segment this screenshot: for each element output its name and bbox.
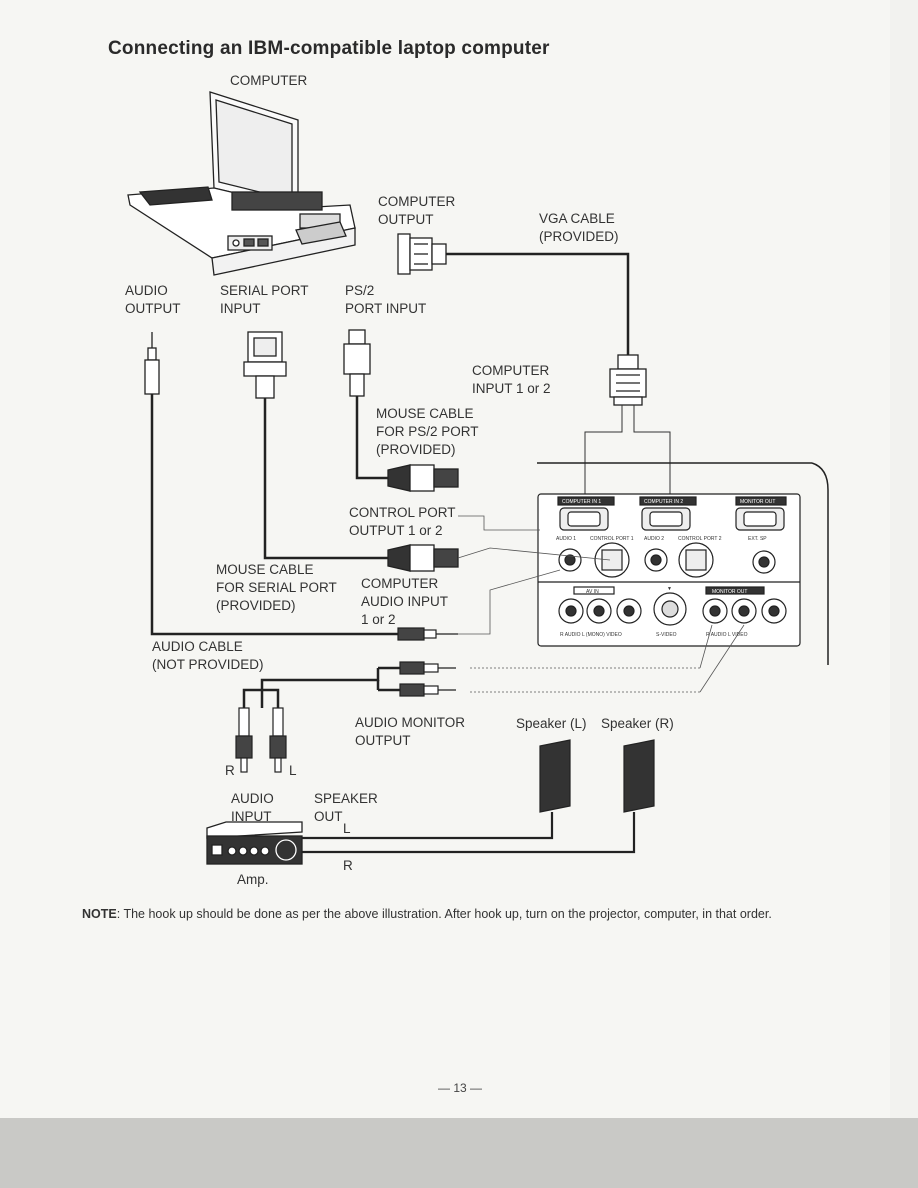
audio-cable bbox=[150, 394, 398, 636]
page-edge bbox=[890, 0, 918, 1118]
vga-cable bbox=[446, 252, 630, 355]
serial-port-connector bbox=[243, 331, 287, 399]
audio-cable-plug bbox=[397, 627, 458, 641]
panel-control-port-1: CONTROL PORT 1 bbox=[590, 536, 634, 542]
panel-computer-in-2: COMPUTER IN 2 bbox=[644, 499, 683, 505]
note-label: NOTE bbox=[82, 907, 117, 921]
panel-control-port-2: CONTROL PORT 2 bbox=[678, 536, 722, 542]
computer-label: COMPUTER bbox=[230, 73, 308, 88]
page-title: Connecting an IBM-compatible laptop comp… bbox=[108, 38, 550, 59]
projector-body bbox=[537, 462, 829, 665]
serial-port-input-label: SERIAL PORT INPUT bbox=[220, 283, 309, 316]
rca-r-label: R bbox=[225, 763, 235, 778]
vga-input-connector bbox=[609, 354, 647, 406]
rca-cables bbox=[235, 661, 456, 773]
panel-monitor-labels: R AUDIO L VIDEO bbox=[706, 632, 748, 638]
vga-output-connector bbox=[397, 233, 447, 275]
audio-cable-label: AUDIO CABLE (NOT PROVIDED) bbox=[152, 639, 264, 672]
speaker-wires bbox=[302, 812, 636, 854]
speaker-wire-r-label: R bbox=[343, 858, 353, 873]
mouse-cable-serial-label: MOUSE CABLE FOR SERIAL PORT (PROVIDED) bbox=[216, 562, 337, 613]
speaker-l-label: Speaker (L) bbox=[516, 716, 587, 731]
note-paragraph: NOTE: The hook up should be done as per … bbox=[82, 905, 812, 923]
computer-output-label: COMPUTER OUTPUT bbox=[378, 194, 456, 227]
panel-audio-2: AUDIO 2 bbox=[644, 536, 664, 542]
speaker-r-label: Speaker (R) bbox=[601, 716, 674, 731]
panel-arrow: ▼ bbox=[667, 586, 672, 592]
rca-l-label: L bbox=[289, 763, 297, 778]
ps2-mouse-cable bbox=[355, 396, 388, 480]
page-number: — 13 — bbox=[438, 1081, 483, 1095]
audio-input-label: AUDIO INPUT bbox=[231, 791, 274, 824]
audio-monitor-output-label: AUDIO MONITOR OUTPUT bbox=[355, 715, 466, 748]
panel-av-in: AV IN bbox=[586, 589, 599, 595]
ps2-connector bbox=[343, 329, 371, 397]
laptop-illustration bbox=[127, 91, 356, 276]
computer-audio-input-label: COMPUTER AUDIO INPUT 1 or 2 bbox=[361, 576, 449, 627]
panel-monitor-out-2: MONITOR OUT bbox=[712, 589, 747, 595]
serial-mouse-plug bbox=[387, 544, 459, 572]
panel-computer-in-1: COMPUTER IN 1 bbox=[562, 499, 601, 505]
terminal-panel bbox=[537, 493, 801, 647]
amp-label: Amp. bbox=[237, 872, 269, 887]
ps2-port-input-label: PS/2 PORT INPUT bbox=[345, 283, 427, 316]
audio-output-plug bbox=[144, 332, 160, 395]
panel-s-video: S-VIDEO bbox=[656, 632, 677, 638]
vga-branch-lines bbox=[584, 405, 671, 505]
amplifier bbox=[206, 821, 303, 865]
audio-output-label: AUDIO OUTPUT bbox=[125, 283, 181, 316]
note-text: : The hook up should be done as per the … bbox=[116, 907, 772, 921]
panel-ext-sp: EXT. SP bbox=[748, 536, 767, 542]
serial-mouse-cable bbox=[263, 398, 388, 560]
panel-av-in-labels: R AUDIO L (MONO) VIDEO bbox=[560, 632, 622, 638]
mouse-cable-ps2-label: MOUSE CABLE FOR PS/2 PORT (PROVIDED) bbox=[376, 406, 479, 457]
control-port-output-label: CONTROL PORT OUTPUT 1 or 2 bbox=[349, 505, 456, 538]
speaker-wire-l-label: L bbox=[343, 821, 351, 836]
speaker-out-label: SPEAKER OUT bbox=[314, 791, 378, 824]
vga-cable-label: VGA CABLE (PROVIDED) bbox=[539, 211, 619, 244]
speakers bbox=[539, 739, 655, 813]
scan-footer-band bbox=[0, 1118, 918, 1188]
computer-input-label: COMPUTER INPUT 1 or 2 bbox=[472, 363, 551, 396]
panel-monitor-out: MONITOR OUT bbox=[740, 499, 775, 505]
guide-lines bbox=[457, 515, 745, 693]
panel-audio-1: AUDIO 1 bbox=[556, 536, 576, 542]
ps2-mouse-plug bbox=[387, 464, 459, 492]
